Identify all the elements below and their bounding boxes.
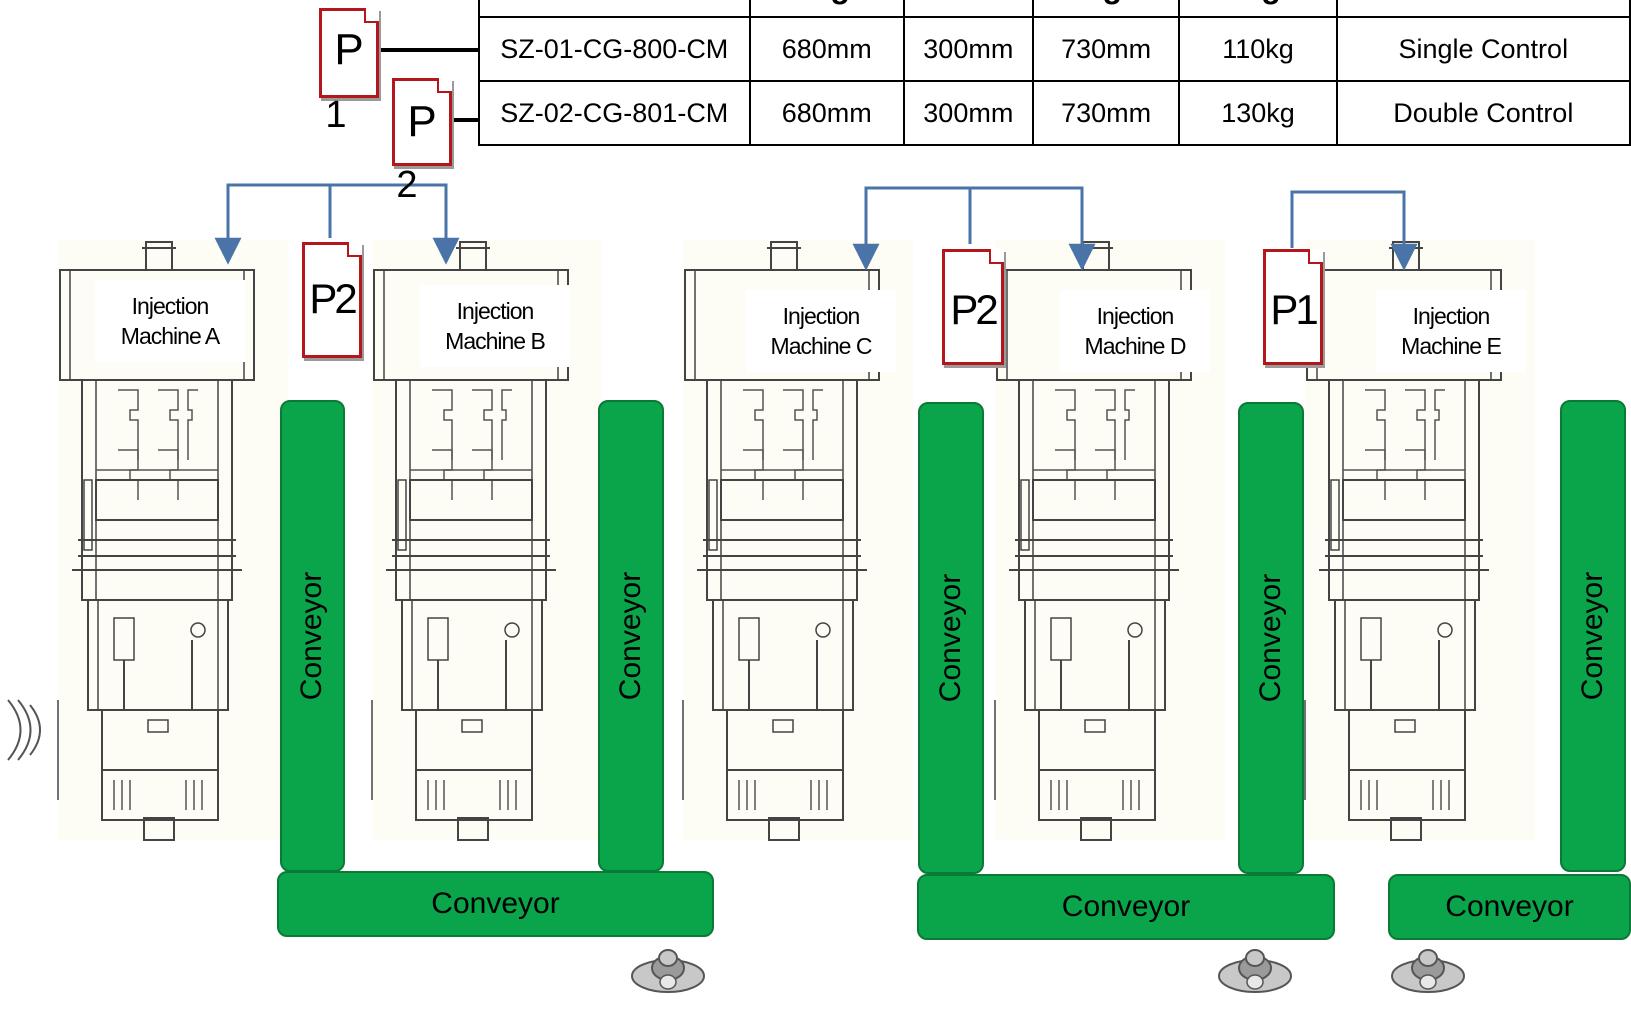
legend-tag-p1: P 1 (319, 8, 379, 135)
machine-label-line2: Machine B (445, 328, 546, 354)
unit-tag-p1: P1 (1263, 249, 1323, 365)
conveyor-label: Conveyor (1061, 890, 1191, 923)
conveyor-horizontal: Conveyor (917, 874, 1335, 940)
conveyor-vertical: Conveyor (280, 400, 345, 872)
operator-icon (1391, 949, 1465, 993)
header-high: High (1031, 0, 1181, 18)
conveyor-label: Conveyor (614, 571, 647, 701)
cell-width: 300mm (902, 16, 1034, 82)
machine-label-line2: Machine C (770, 333, 873, 359)
cell-model: SZ-02-CG-801-CM (478, 80, 751, 146)
conveyor-vertical: Conveyor (1238, 402, 1304, 874)
header-length: Lenght (748, 0, 905, 18)
unit-tag-p2: P2 (302, 242, 362, 358)
legend-tag-p2: P 2 (392, 78, 452, 205)
conveyor-horizontal: Conveyor (1388, 874, 1631, 940)
operator-icon (1218, 949, 1292, 993)
cell-high: 730mm (1031, 80, 1181, 146)
header-width: Width (902, 0, 1034, 18)
machine-label-line1: Injection (131, 293, 210, 319)
machine-label-line1: Injection (1412, 303, 1491, 329)
cell-weight: 130kg (1178, 80, 1338, 146)
conveyor-horizontal: Conveyor (277, 871, 714, 937)
cell-remark: Double Control (1335, 80, 1631, 146)
conveyor-label: Conveyor (431, 887, 560, 920)
conveyor-label: Conveyor (934, 573, 967, 703)
legend-tag-number: 1 (325, 94, 347, 136)
feed-screw-shape (7, 699, 41, 761)
conveyor-vertical: Conveyor (918, 402, 984, 874)
legend-tag-letter: P (407, 97, 437, 146)
cell-width: 300mm (902, 80, 1034, 146)
cell-high: 730mm (1031, 16, 1181, 82)
unit-tag-text: P1 (1270, 286, 1318, 333)
conveyor-label: Conveyor (295, 571, 329, 701)
spec-table: Model Lenght Width High Weight Remark SZ… (478, 0, 1631, 146)
machine-label-line2: Machine E (1401, 333, 1502, 359)
machine-c-label: Injection Machine C (746, 290, 896, 372)
cell-remark: Single Control (1335, 16, 1631, 82)
header-model: Model (478, 0, 751, 18)
conveyor-label: Conveyor (1254, 573, 1287, 703)
machine-label-line1: Injection (782, 303, 861, 329)
legend-tag-letter: P (334, 25, 364, 74)
machine-e-label: Injection Machine E (1376, 290, 1526, 372)
header-weight: Weight (1178, 0, 1338, 18)
cell-model: SZ-01-CG-800-CM (478, 16, 751, 82)
cell-weight: 110kg (1178, 16, 1338, 82)
connector-lines (214, 183, 1418, 271)
table-row: SZ-01-CG-800-CM 680mm 300mm 730mm 110kg … (478, 16, 1631, 82)
operator-icon (631, 949, 705, 993)
header-remark: Remark (1335, 0, 1631, 18)
cell-length: 680mm (748, 16, 905, 82)
machine-label-line2: Machine A (120, 323, 220, 349)
cell-length: 680mm (748, 80, 905, 146)
machine-d-label: Injection Machine D (1060, 290, 1210, 372)
table-row: SZ-02-CG-801-CM 680mm 300mm 730mm 130kg … (478, 80, 1631, 146)
machine-b-label: Injection Machine B (420, 285, 570, 367)
unit-tag-text: P2 (950, 286, 998, 333)
machine-label-line2: Machine D (1084, 333, 1187, 359)
machine-a-label: Injection Machine A (95, 280, 245, 362)
conveyor-vertical: Conveyor (1560, 400, 1626, 872)
legend-tag-number: 2 (396, 164, 418, 206)
machine-label-line1: Injection (456, 298, 535, 324)
table-header-row: Model Lenght Width High Weight Remark (478, 0, 1631, 18)
conveyor-vertical: Conveyor (598, 400, 664, 872)
unit-tag-text: P2 (309, 275, 357, 322)
machine-label-line1: Injection (1096, 303, 1175, 329)
conveyor-label: Conveyor (1576, 571, 1609, 701)
unit-tag-p2: P2 (942, 249, 1004, 365)
conveyor-label: Conveyor (1445, 890, 1574, 923)
